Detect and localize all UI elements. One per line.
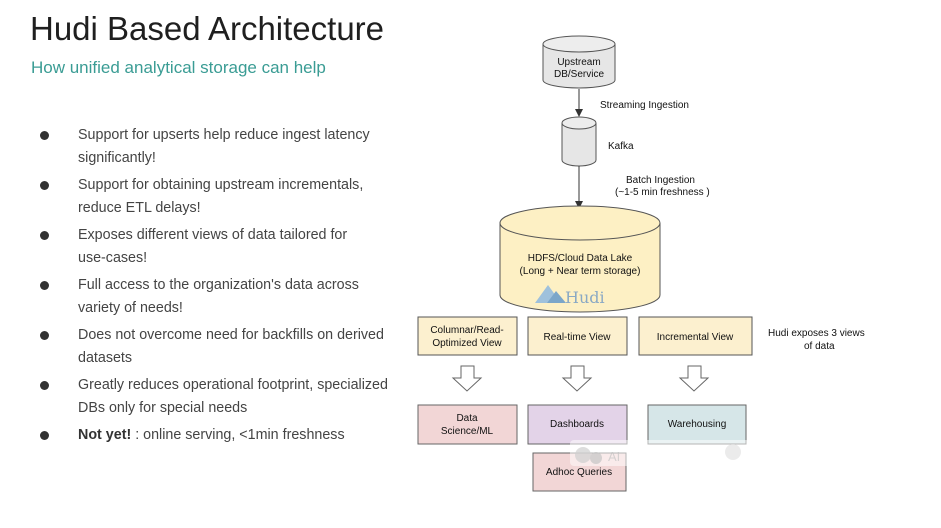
bullet-text: DBs only for special needs [78, 399, 248, 416]
views-note: of data [804, 341, 835, 352]
bullet-item: Does not overcome need for backfills on … [38, 324, 408, 369]
wechat-icon [590, 452, 602, 464]
bullet-item: Support for upserts help reduce ingest l… [38, 124, 408, 169]
bullet-item: Not yet! : online serving, <1min freshne… [38, 424, 408, 447]
bullet-dot-icon [40, 431, 49, 440]
data-science-label: Data [456, 413, 478, 424]
bullet-text: Does not overcome need for backfills on … [78, 327, 384, 343]
page-subtitle: How unified analytical storage can help [31, 58, 326, 77]
kafka-node [561, 116, 597, 167]
bullet-item: Support for obtaining upstream increment… [38, 174, 408, 219]
page-title: Hudi Based Architecture [30, 10, 385, 47]
hudi-logo-icon [535, 285, 566, 303]
columnar-view-label: Columnar/Read- [430, 325, 503, 336]
bullet-list: Support for upserts help reduce ingest l… [38, 124, 408, 452]
kafka-label: Kafka [608, 141, 634, 152]
dashboards-label: Dashboards [550, 419, 604, 430]
hudi-logo-text: Hudi [565, 288, 605, 307]
dashboards-box: Dashboards [527, 404, 628, 445]
bullet-dot-icon [40, 331, 49, 340]
down-arrow-icon [451, 365, 483, 392]
streaming-ingestion-label: Streaming Ingestion [600, 100, 689, 111]
bullet-text: datasets [78, 349, 133, 366]
bullet-dot-icon [40, 131, 49, 140]
bullet-text: variety of needs! [78, 299, 183, 316]
incremental-view-box: Incremental View [638, 316, 753, 356]
bullet-dot-icon [40, 281, 49, 290]
down-arrow-icon [561, 365, 593, 392]
warehousing-label: Warehousing [668, 419, 727, 430]
adhoc-queries-label: Adhoc Queries [546, 467, 612, 478]
bullet-item: Exposes different views of data tailored… [38, 224, 408, 269]
columnar-view-box: Columnar/Read- Optimized View [417, 316, 518, 356]
wechat-icon [575, 447, 591, 463]
data-lake-sublabel: (Long + Near term storage) [520, 266, 641, 277]
watermark-text: AI [608, 449, 620, 464]
bullet-dot-icon [40, 181, 49, 190]
data-lake-label: HDFS/Cloud Data Lake [528, 253, 633, 264]
bullet-text: Support for upserts help reduce ingest l… [78, 127, 370, 143]
bullet-text: use-cases! [78, 249, 148, 266]
data-science-box: Data Science/ML [417, 404, 518, 445]
data-lake-node: HDFS/Cloud Data Lake (Long + Near term s… [499, 205, 661, 313]
warehousing-box: Warehousing [647, 404, 747, 445]
bullet-item: Greatly reduces operational footprint, s… [38, 374, 408, 419]
bullet-text: reduce ETL delays! [78, 199, 201, 216]
realtime-view-label: Real-time View [543, 332, 611, 343]
bullet-text: : online serving, <1min freshness [131, 427, 345, 443]
bullet-text: significantly! [78, 149, 156, 166]
views-note: Hudi exposes 3 views [768, 328, 865, 339]
upstream-label: Upstream [557, 57, 600, 68]
bullet-item: Full access to the organization's data a… [38, 274, 408, 319]
bullet-text: Exposes different views of data tailored… [78, 227, 348, 243]
batch-ingestion-label: Batch Ingestion [626, 175, 695, 186]
down-arrow-icon [678, 365, 710, 392]
bullet-bold-text: Not yet! [78, 427, 132, 443]
incremental-view-label: Incremental View [657, 332, 734, 343]
data-science-label: Science/ML [441, 426, 494, 437]
upstream-label: DB/Service [554, 69, 604, 80]
bullet-text: Greatly reduces operational footprint, s… [78, 377, 388, 393]
bullet-dot-icon [40, 231, 49, 240]
realtime-view-box: Real-time View [527, 316, 628, 356]
columnar-view-label: Optimized View [432, 338, 502, 349]
bullet-text: Support for obtaining upstream increment… [78, 177, 364, 193]
bullet-text: Full access to the organization's data a… [78, 277, 359, 293]
bullet-dot-icon [40, 381, 49, 390]
batch-freshness-label: (~1-5 min freshness ) [615, 187, 710, 198]
watermark: AI [570, 440, 750, 466]
upstream-db-node: Upstream DB/Service [542, 35, 616, 89]
